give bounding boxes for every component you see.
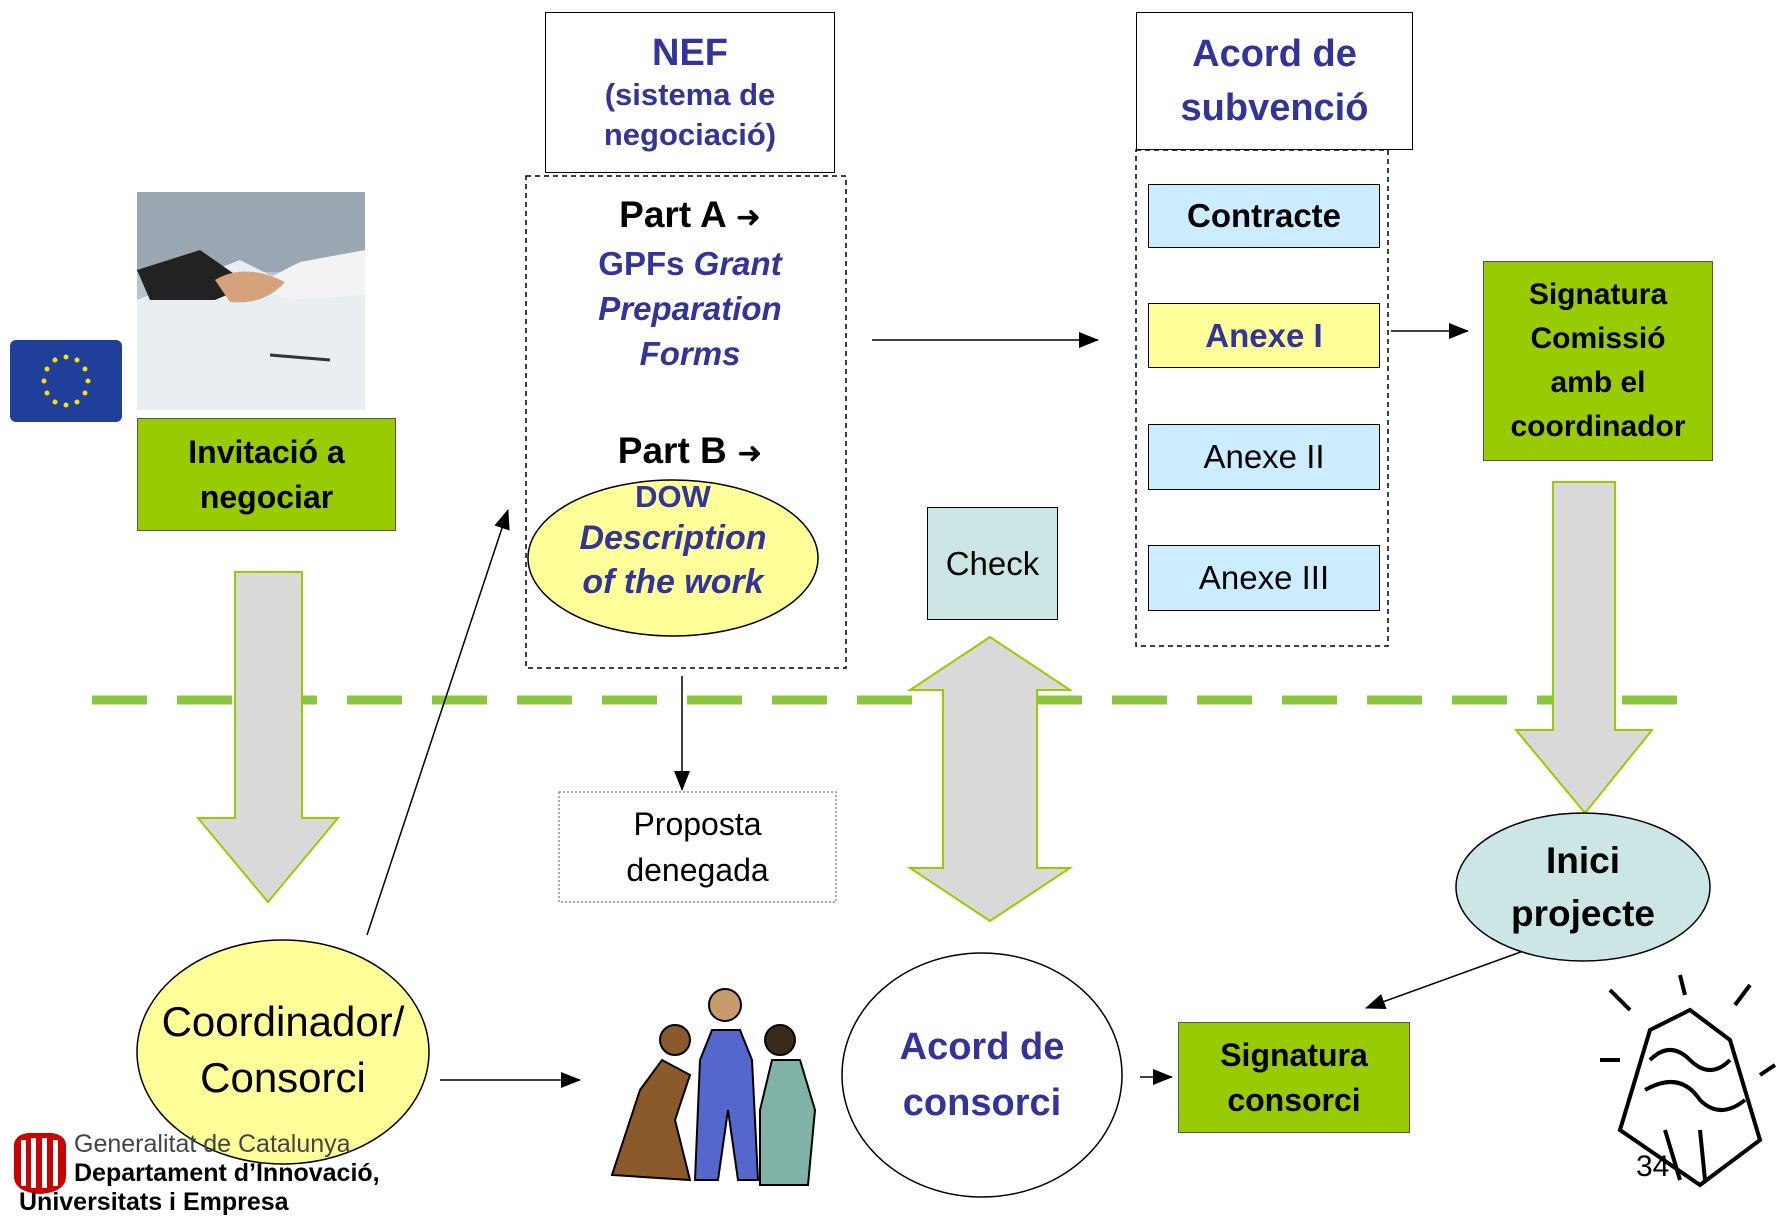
down-arrow-left (195, 571, 341, 904)
dow-text: DOW Description of the work (528, 478, 818, 604)
part-a-label: Part A (619, 194, 726, 235)
signatura-comissio-line4: coordinador (1510, 410, 1686, 443)
arrow-inici-to-signatura (1365, 944, 1541, 1010)
part-a-heading: Part A ➜ (619, 192, 761, 241)
part-a-grant: Grant (693, 245, 782, 282)
dow-ellipse (527, 479, 819, 637)
footer-line2: Departament d’Innovació, (74, 1159, 380, 1187)
anexe-i-box: Anexe I (1148, 303, 1380, 368)
dow-line2: Description (579, 519, 767, 557)
inici-line1: Inici (1545, 840, 1621, 881)
part-a-block: Part A ➜ GPFs Grant Preparation Forms (540, 192, 840, 376)
part-a-gpfs: GPFs (598, 245, 685, 282)
nef-subtitle-1: (sistema de (604, 76, 776, 112)
acord-subvencio-line2: subvenció (1180, 87, 1369, 129)
coordinador-line1: Coordinador/ (161, 998, 405, 1045)
acord-consorci-line1: Acord de (899, 1026, 1065, 1068)
invitacio-box: Invitació a negociar (137, 418, 396, 531)
acord-subvencio-line1: Acord de (1192, 33, 1357, 75)
proposta-dotted-box (558, 791, 837, 903)
coordinador-text: Coordinador/ Consorci (137, 970, 429, 1130)
signatura-consorci-line1: Signatura (1220, 1036, 1368, 1073)
proposta-line2: denegada (626, 852, 769, 888)
part-b-block: Part B ➜ (540, 428, 840, 477)
part-a-line2: Preparation (598, 290, 782, 327)
proposta-text: Proposta denegada (559, 792, 836, 902)
inici-text: Inici projecte (1456, 813, 1710, 961)
page-number: 34 (1636, 1150, 1670, 1183)
signatura-comissio-box: Signatura Comissió amb el coordinador (1483, 261, 1713, 461)
part-a-line3: Forms (639, 335, 741, 372)
signatura-consorci-box: Signatura consorci (1178, 1022, 1410, 1133)
inici-line2: projecte (1511, 893, 1655, 934)
coordinador-line2: Consorci (200, 1054, 366, 1101)
contracte-box: Contracte (1148, 184, 1380, 248)
signatura-consorci-line2: consorci (1227, 1081, 1361, 1118)
nef-box: NEF (sistema de negociació) (545, 12, 835, 173)
footer-text: Generalitat de Catalunya Departament d’I… (19, 1130, 454, 1217)
inici-ellipse (1455, 812, 1711, 962)
part-a-arrow-icon: ➜ (735, 200, 761, 235)
nef-subtitle-2: negociació) (603, 116, 777, 152)
nef-dashed-container (525, 175, 847, 669)
invitacio-line2: negociar (199, 478, 334, 515)
dow-line1: DOW (635, 479, 711, 514)
acord-consorci-line2: consorci (902, 1082, 1062, 1124)
people-clipart (610, 988, 817, 1186)
anexe-iii-box: Anexe III (1148, 545, 1380, 611)
invitacio-line1: Invitació a (188, 433, 345, 470)
annex-dashed-container (1135, 149, 1389, 647)
generalitat-logo-icon (14, 1133, 66, 1194)
double-arrow (906, 635, 1074, 923)
acord-consorci-ellipse (841, 952, 1123, 1198)
signatura-comissio-line1: Signatura (1528, 278, 1668, 311)
signatura-comissio-line2: Comissió (1530, 322, 1666, 355)
check-box: Check (927, 507, 1058, 620)
part-a-line1: GPFs Grant (598, 241, 781, 286)
footer-line1: Generalitat de Catalunya (74, 1130, 351, 1158)
proposta-line1: Proposta (633, 806, 762, 842)
eu-flag-icon (10, 340, 122, 422)
coordinador-ellipse (136, 939, 430, 1165)
footer-line3: Universitats i Empresa (19, 1188, 289, 1216)
down-arrow-right (1513, 481, 1655, 815)
nef-title: NEF (652, 31, 728, 74)
arrow-coordinador-to-nef (366, 509, 510, 936)
acord-subvencio-box: Acord de subvenció (1136, 12, 1413, 150)
acord-consorci-text: Acord de consorci (842, 1000, 1122, 1150)
anexe-ii-box: Anexe II (1148, 424, 1380, 490)
signatura-comissio-line3: amb el (1550, 366, 1646, 399)
part-b-heading: Part B ➜ (618, 428, 762, 477)
celebration-clipart (1600, 974, 1777, 1188)
handshake-photo (137, 192, 365, 410)
part-b-arrow-icon: ➜ (737, 436, 763, 471)
part-b-label: Part B (617, 430, 727, 471)
dow-line3: of the work (582, 563, 764, 601)
